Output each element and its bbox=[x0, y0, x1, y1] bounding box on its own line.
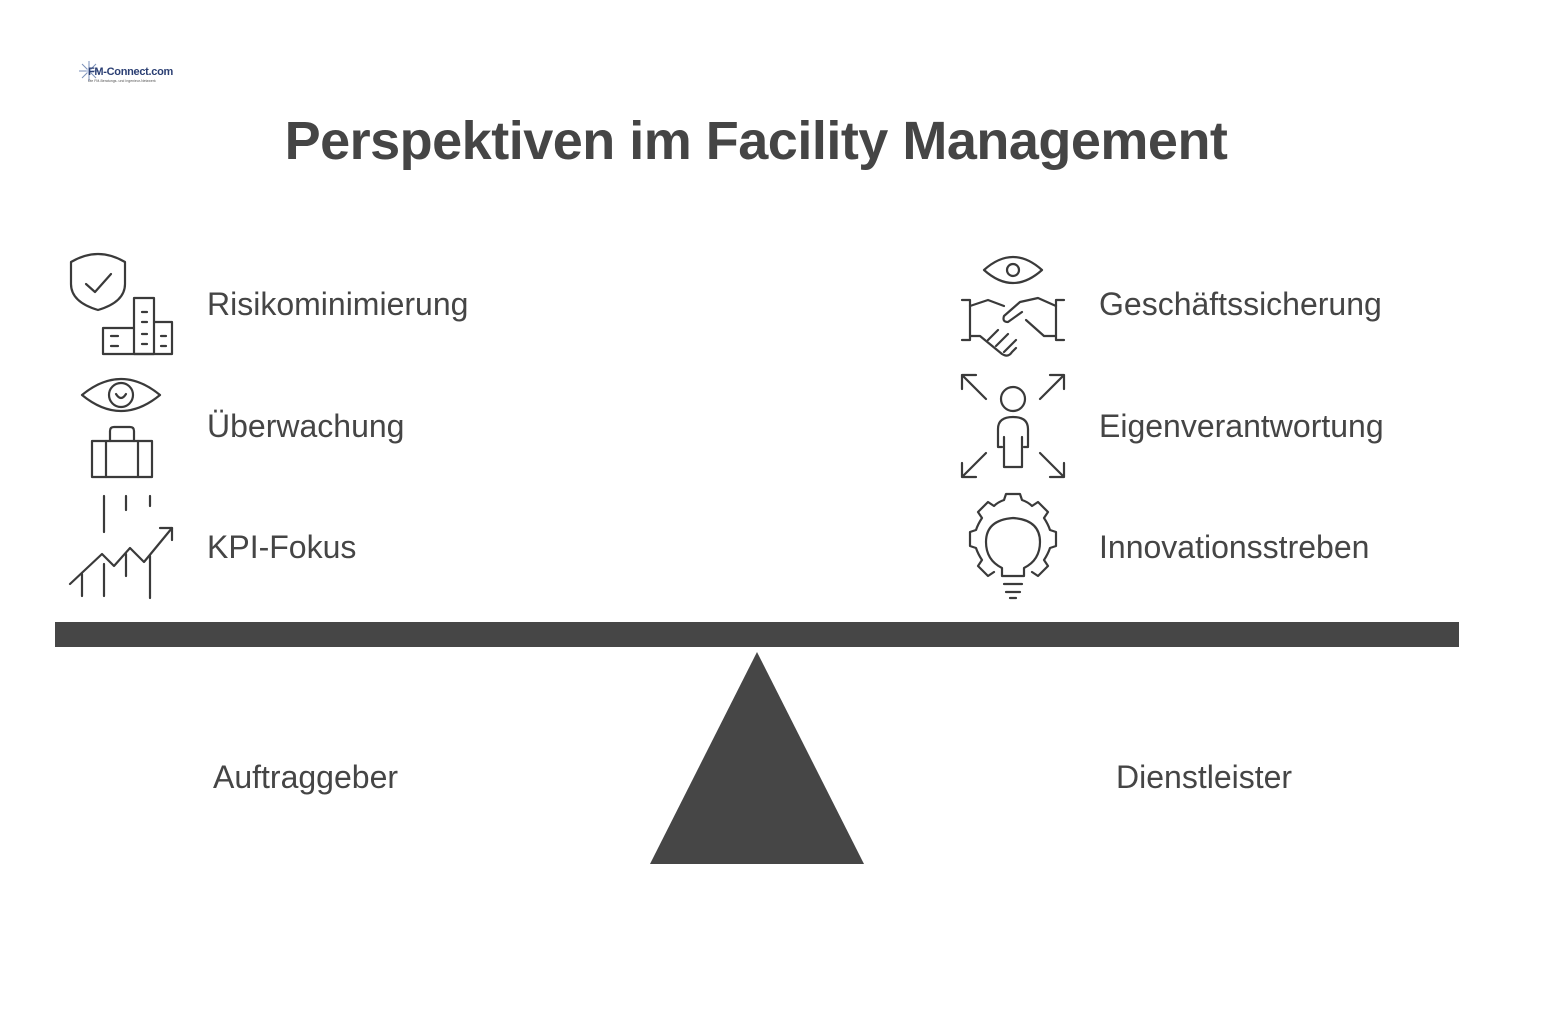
logo-wordmark: FM-Connect.com bbox=[88, 66, 174, 78]
item-label-kpi-fokus: KPI-Fokus bbox=[207, 529, 357, 565]
fm-connect-logo: FM-Connect.com Die FM-Beratungs- und Ing… bbox=[78, 56, 173, 88]
gear-lightbulb-icon bbox=[958, 492, 1068, 602]
item-label-risikominimierung: Risikominimierung bbox=[207, 286, 469, 322]
item-label-ueberwachung: Überwachung bbox=[207, 408, 405, 444]
seesaw-fulcrum bbox=[650, 652, 864, 864]
rising-chart-arrow-icon bbox=[66, 492, 176, 602]
item-label-geschaeftssicherung: Geschäftssicherung bbox=[1099, 286, 1382, 322]
eye-briefcase-icon bbox=[66, 371, 176, 481]
side-label-auftraggeber: Auftraggeber bbox=[213, 759, 399, 795]
side-label-dienstleister: Dienstleister bbox=[1116, 759, 1293, 795]
logo-star-icon bbox=[79, 61, 99, 81]
seesaw-beam bbox=[55, 622, 1459, 647]
logo-tagline: Die FM-Beratungs- und Ingenieur-Netzwerk bbox=[88, 79, 156, 83]
shield-check-buildings-icon bbox=[66, 250, 176, 360]
item-label-eigenverantwortung: Eigenverantwortung bbox=[1099, 408, 1384, 444]
eye-handshake-icon bbox=[958, 250, 1068, 360]
person-expand-arrows-icon bbox=[958, 371, 1068, 481]
page-title: Perspektiven im Facility Management bbox=[284, 111, 1228, 171]
item-label-innovationsstreben: Innovationsstreben bbox=[1099, 529, 1370, 565]
